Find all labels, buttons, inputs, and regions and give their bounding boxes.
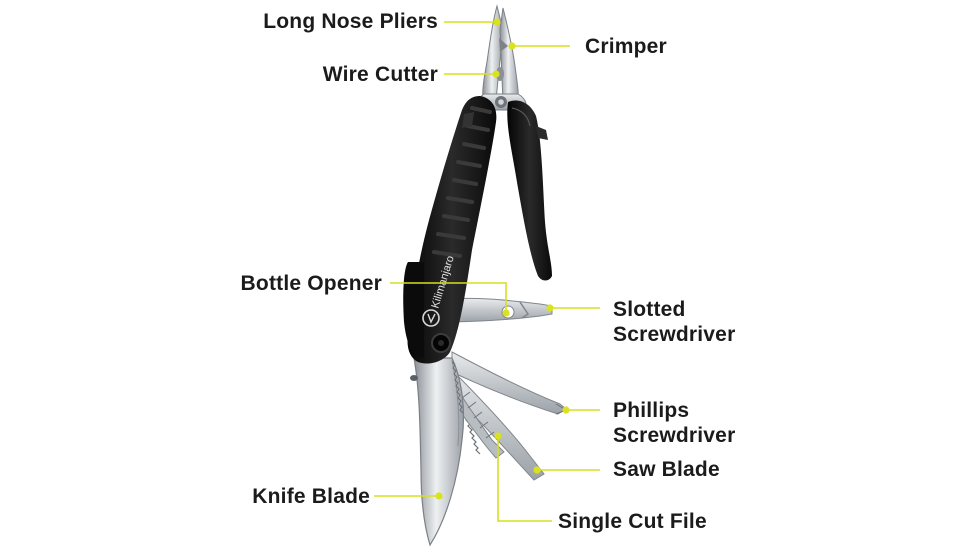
label-phillips-screwdriver: Phillips Screwdriver — [613, 398, 735, 448]
label-saw-blade: Saw Blade — [613, 458, 720, 481]
label-slotted-line1: Slotted — [613, 298, 686, 321]
label-wire-cutter: Wire Cutter — [322, 63, 438, 86]
tool-blades — [410, 297, 568, 547]
label-single-cut-file: Single Cut File — [558, 510, 707, 533]
label-phillips-line1: Phillips — [613, 399, 690, 422]
left-handle: Kilimanjaro — [403, 96, 497, 364]
label-long-nose-pliers: Long Nose Pliers — [263, 10, 438, 33]
right-handle — [507, 100, 552, 281]
label-slotted-line2: Screwdriver — [613, 323, 736, 346]
label-knife-blade: Knife Blade — [252, 485, 370, 508]
label-slotted-screwdriver: Slotted Screwdriver — [613, 297, 735, 347]
label-bottle-opener: Bottle Opener — [240, 272, 382, 295]
label-crimper: Crimper — [585, 35, 667, 58]
leader-lines — [374, 18, 600, 522]
label-phillips-line2: Screwdriver — [613, 424, 736, 447]
